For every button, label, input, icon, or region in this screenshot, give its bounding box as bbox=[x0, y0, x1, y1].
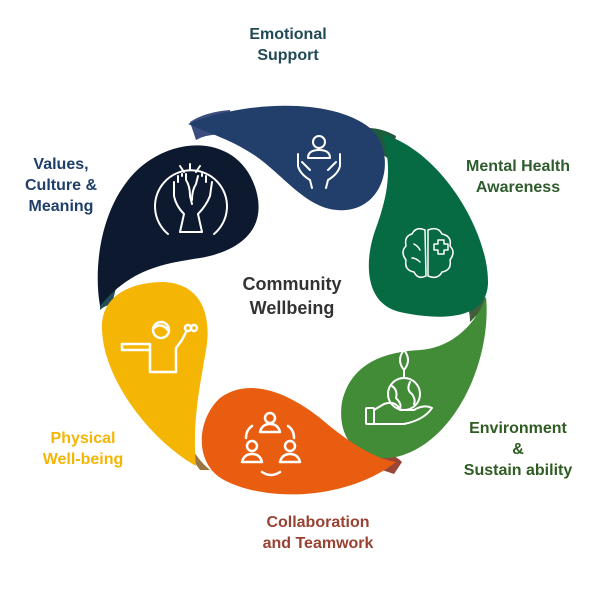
label-line: and Teamwork bbox=[262, 535, 374, 552]
label-line: Support bbox=[257, 47, 319, 64]
label-values: Values, Culture & Meaning bbox=[6, 154, 116, 217]
center-title-line1: Community bbox=[242, 274, 342, 294]
person-lifting-dumbbell-icon bbox=[120, 320, 199, 374]
label-emotional-support: Emotional Support bbox=[228, 24, 348, 66]
label-line: & bbox=[512, 441, 524, 458]
label-line: Collaboration bbox=[266, 514, 370, 531]
label-mental-health: Mental Health Awareness bbox=[448, 156, 588, 198]
label-line: Well-being bbox=[42, 451, 124, 468]
center-title: Community Wellbeing bbox=[222, 272, 362, 320]
hands-holding-person-icon bbox=[297, 135, 341, 189]
center-title-line2: Wellbeing bbox=[249, 298, 335, 318]
high-five-icon bbox=[154, 163, 228, 235]
label-line: Awareness bbox=[475, 179, 561, 196]
brain-plus-icon bbox=[402, 227, 454, 279]
segment-environment[interactable] bbox=[341, 296, 487, 459]
label-line: Mental Health bbox=[465, 158, 570, 175]
segment-emotional-support[interactable] bbox=[188, 105, 385, 211]
segment-values-culture-meaning[interactable] bbox=[97, 145, 259, 306]
label-physical: Physical Well-being bbox=[28, 428, 138, 470]
label-line: Environment bbox=[469, 420, 567, 437]
label-environment: Environment & Sustain ability bbox=[448, 418, 588, 481]
label-line: Culture & bbox=[25, 177, 97, 194]
label-line: Meaning bbox=[28, 198, 94, 215]
label-collaboration: Collaboration and Teamwork bbox=[248, 512, 388, 554]
label-line: Values, bbox=[33, 156, 89, 173]
label-line: Emotional bbox=[249, 26, 327, 43]
segment-physical[interactable] bbox=[101, 282, 208, 466]
segment-mental-health[interactable] bbox=[368, 134, 488, 317]
hand-holding-globe-plant-icon bbox=[365, 349, 433, 425]
segment-collaboration[interactable] bbox=[201, 388, 396, 495]
label-line: Physical bbox=[50, 430, 116, 447]
team-circle-icon bbox=[240, 411, 302, 477]
label-line: Sustain ability bbox=[463, 462, 573, 479]
